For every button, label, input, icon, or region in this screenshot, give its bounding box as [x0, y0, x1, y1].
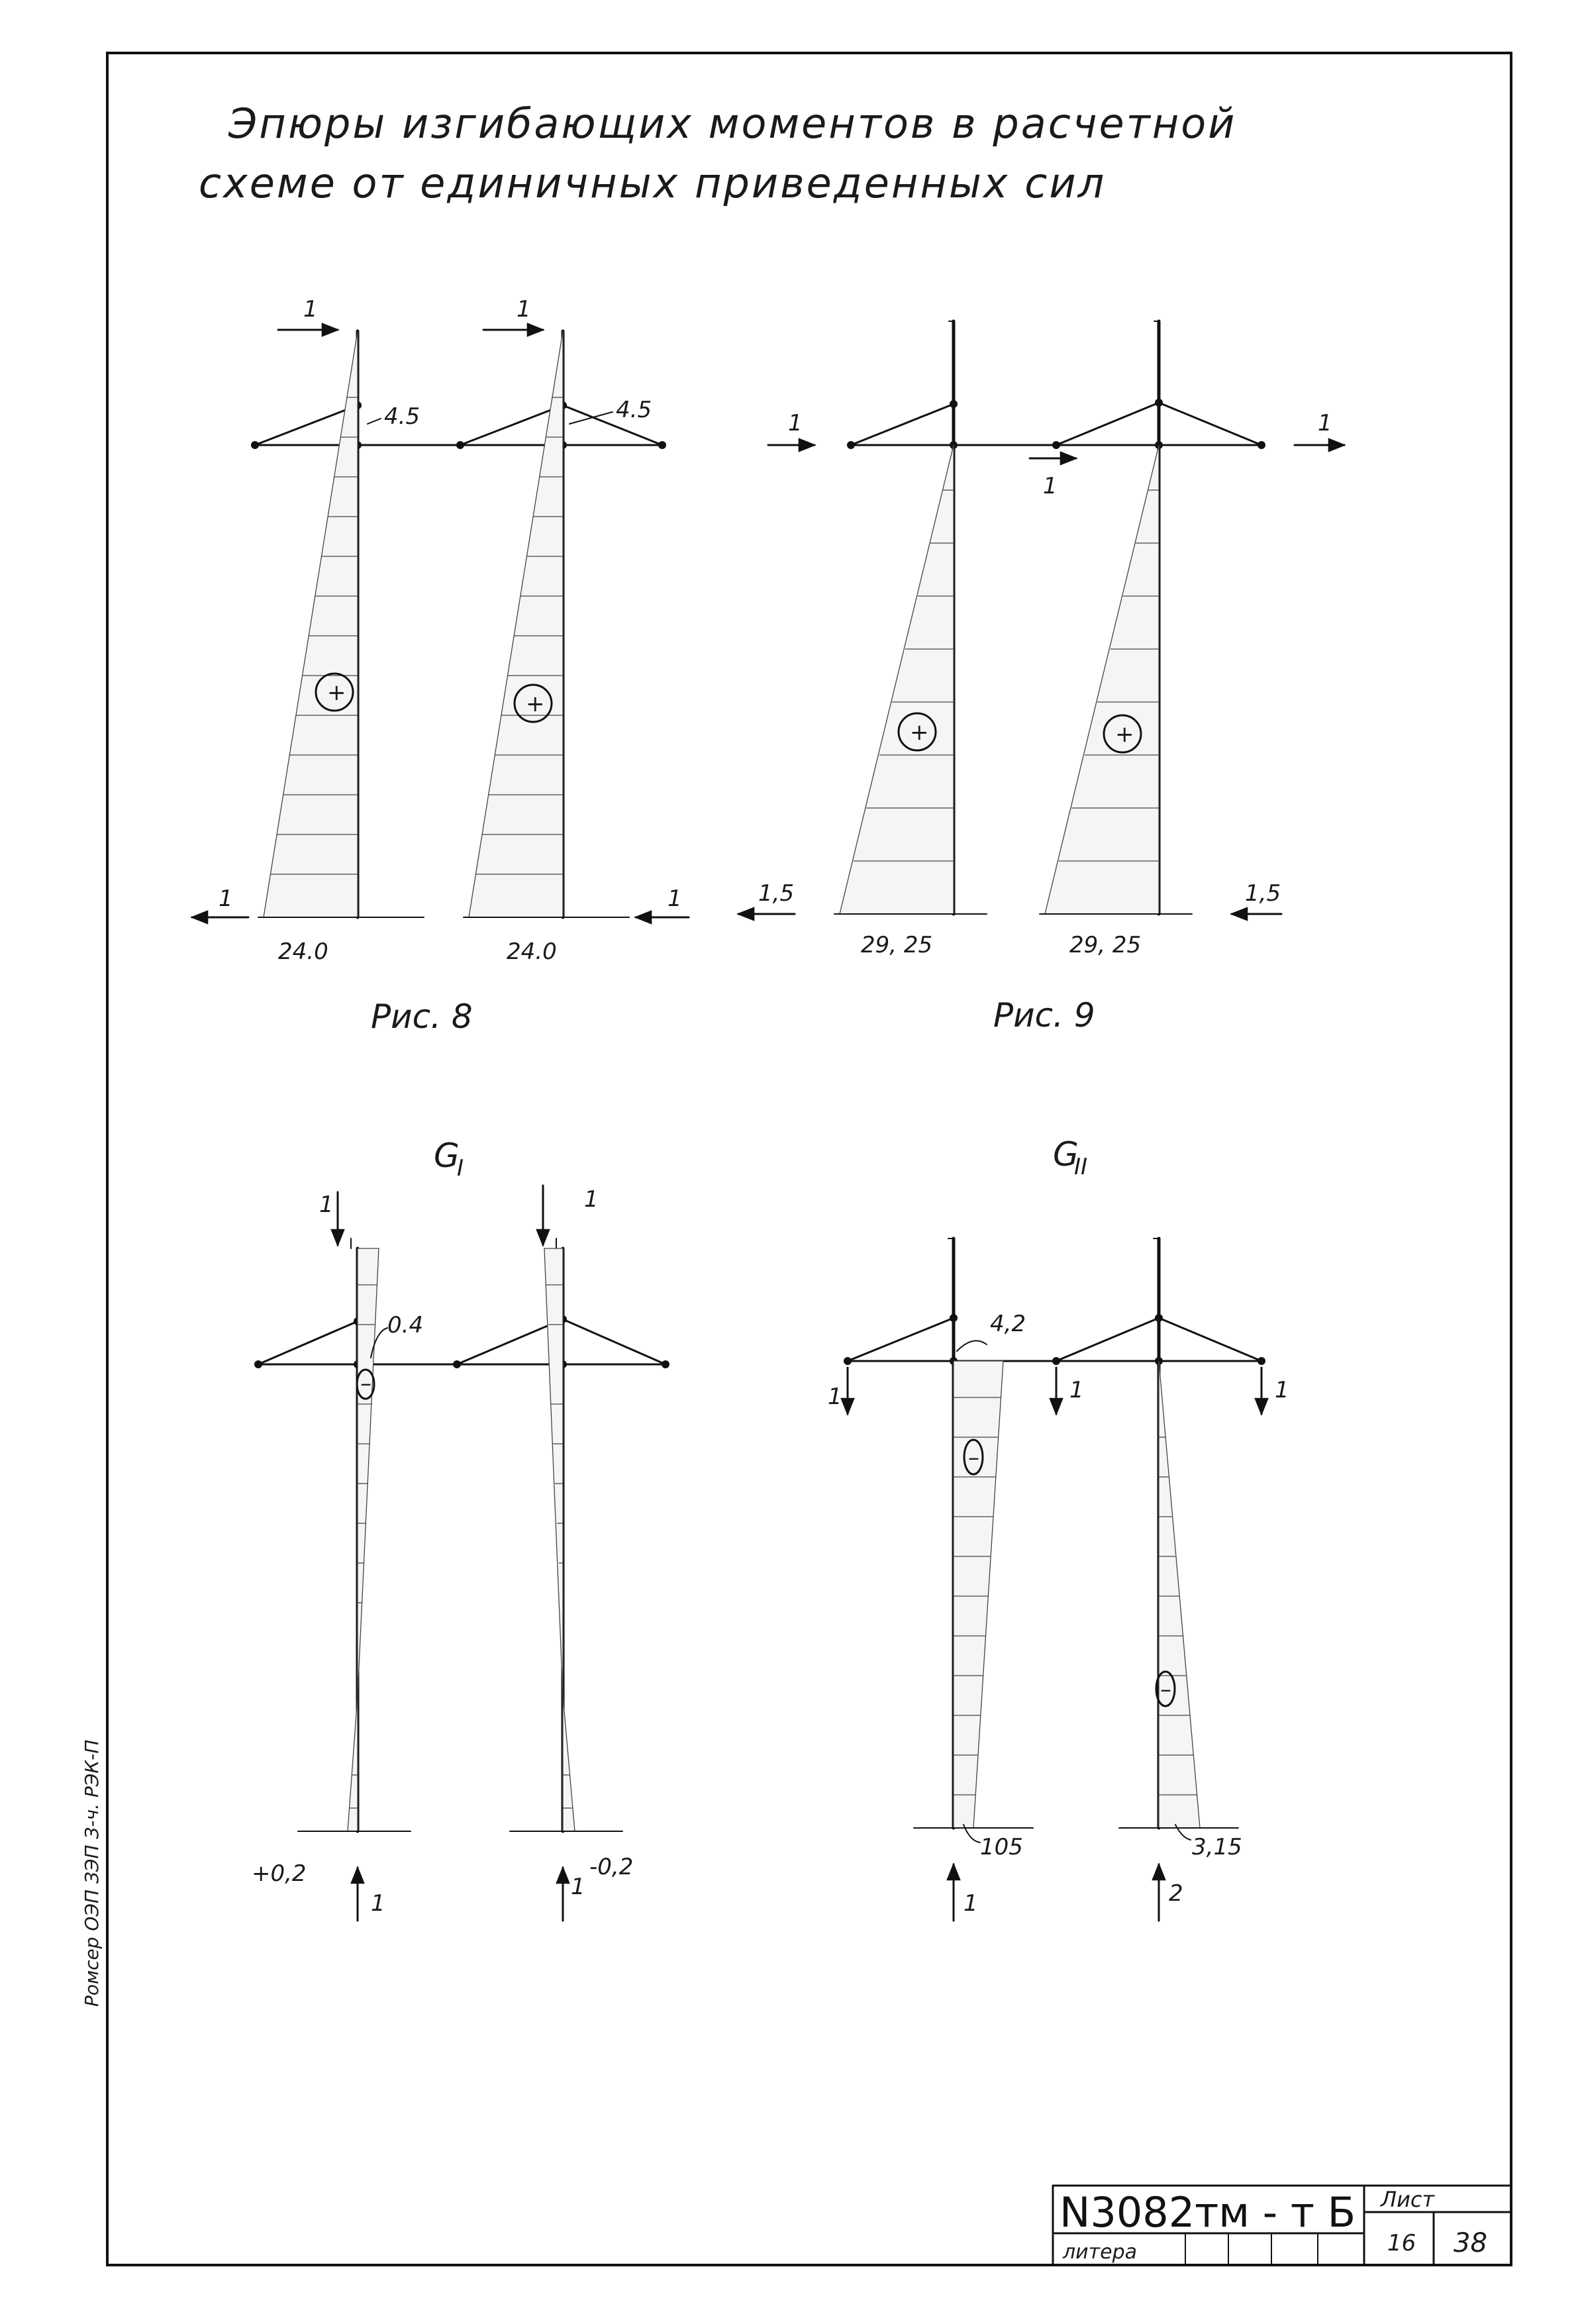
g1-subscript: I: [457, 1155, 464, 1182]
fig9-right-base-value: 29, 25: [1069, 932, 1141, 958]
g1-right-top-force: 1: [584, 1186, 599, 1213]
fig9-left-bottom-force: 1,5: [758, 880, 794, 907]
fig8-left-base-value: 24.0: [278, 938, 328, 965]
g2-left-sign: –: [968, 1444, 979, 1471]
fig8-left-top-value: 4.5: [384, 403, 420, 430]
fig9-caption: Рис. 9: [993, 996, 1095, 1035]
fig9-right-force: 1: [1318, 410, 1332, 436]
g1-left-reaction: 1: [371, 1890, 385, 1917]
fig8-right-sign: +: [526, 691, 545, 717]
fig9-diagram: [736, 319, 1346, 921]
g1-diagram: [254, 1184, 669, 1922]
g2-load-right: 1: [1275, 1377, 1289, 1403]
g2-right-sign: –: [1160, 1676, 1171, 1703]
fig9-right-bottom-force: 1,5: [1245, 880, 1281, 907]
g1-left-sign: –: [360, 1370, 371, 1397]
fig8-right-base-value: 24.0: [507, 938, 557, 965]
fig8-left-bottom-force: 1: [219, 885, 233, 912]
g2-label: G: [1053, 1135, 1079, 1174]
fig8-right-bottom-force: 1: [667, 885, 682, 912]
g1-label: G: [434, 1137, 460, 1175]
title-line-1: Эпюры изгибающих моментов в расчетной: [228, 99, 1236, 148]
g1-right-base-value: -0,2: [589, 1854, 633, 1880]
sheet-number: 16: [1387, 2230, 1416, 2256]
side-stamp: Ромсер ОЭП ЗЭП З-ч. РЭК-П: [81, 1740, 103, 2007]
title-line-2: схеме от единичных приведенных сил: [199, 159, 1106, 207]
g2-load-mid: 1: [1069, 1377, 1084, 1403]
fig8-left-top-force: 1: [303, 296, 318, 323]
fig8-diagram: [190, 323, 690, 925]
g2-load-left: 1: [828, 1384, 842, 1410]
fig8-left-sign: +: [327, 680, 346, 706]
sheet-frame: [106, 52, 1512, 2266]
g2-subscript: II: [1074, 1154, 1087, 1180]
g2-diagram: [840, 1237, 1269, 1922]
fig9-mid-force: 1: [1043, 473, 1058, 499]
g2-left-reaction: 1: [963, 1890, 978, 1917]
g1-left-top-force: 1: [319, 1191, 334, 1218]
fig8-caption: Рис. 8: [371, 997, 473, 1036]
sheet-label: Лист: [1380, 2187, 1435, 2212]
g2-top-value: 4,2: [990, 1311, 1026, 1337]
fig9-left-base-value: 29, 25: [861, 932, 932, 958]
g1-left-top-value: 0.4: [387, 1312, 423, 1339]
g2-right-reaction: 2: [1169, 1880, 1183, 1907]
liter-label: литера: [1062, 2241, 1137, 2264]
title-block: [1052, 2184, 1512, 2266]
fig9-right-sign: +: [1115, 721, 1134, 748]
doc-number: N3082тм - т Б: [1060, 2188, 1356, 2237]
fig8-right-top-force: 1: [517, 296, 531, 323]
g2-right-base-value: 3,15: [1192, 1834, 1242, 1860]
g1-left-base-value: +0,2: [252, 1860, 307, 1887]
fig8-right-top-value: 4.5: [616, 397, 652, 423]
g1-right-reaction: 1: [571, 1874, 585, 1900]
g2-left-base-value: 105: [980, 1834, 1023, 1860]
fig9-left-sign: +: [910, 719, 929, 746]
fig9-left-force: 1: [788, 410, 803, 436]
total-sheets: 38: [1454, 2228, 1487, 2258]
